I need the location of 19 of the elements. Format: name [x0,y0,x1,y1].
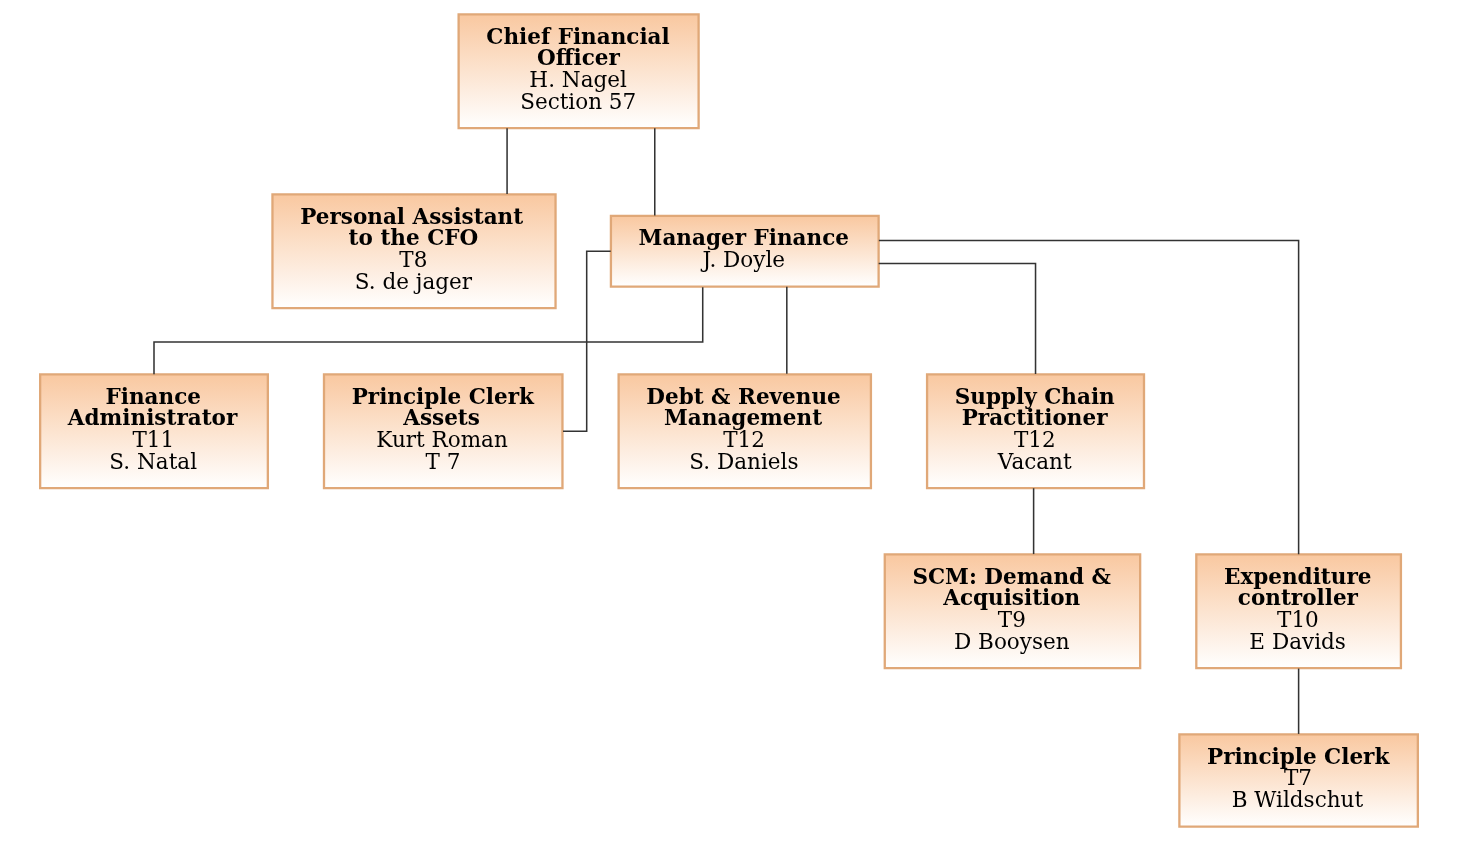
connector [785,286,788,375]
node-box: Debt & Revenue Management T12 S. Daniels [616,373,872,490]
connector [1032,487,1034,555]
node-box: SCM: Demand & Acquisition T9 D Booysen [883,553,1141,670]
connector [877,239,1299,555]
node-box: Personal Assistant to the CFO T8 S. de jager [270,193,557,310]
node-box: Principle Clerk T7 B Wildschut [1177,733,1419,828]
node-box: Chief Financial Officer H. Nagel Section 57 [456,13,700,130]
node-box: Finance Administrator T11 S. Natal [38,373,269,490]
node-box: Manager Finance J. Doyle [609,214,880,288]
connector [561,250,611,433]
connector [1297,667,1299,735]
node-box: Expenditure controller T10 E Davids [1194,553,1402,670]
node-box: Principle Clerk Assets Kurt Roman T 7 [322,373,564,490]
connector [505,127,508,195]
connector [877,262,1036,375]
node-box: Supply Chain Practitioner T12 Vacant [925,373,1145,490]
connector [653,127,656,217]
connector [152,286,703,375]
